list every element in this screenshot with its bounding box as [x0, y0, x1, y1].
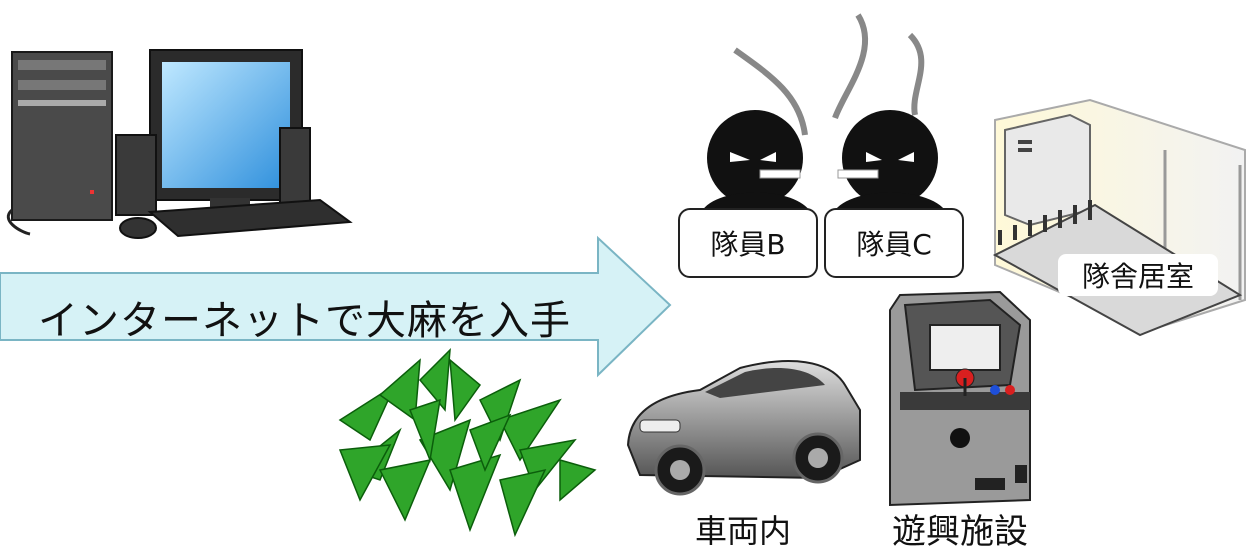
member-b-label: 隊員B: [678, 208, 818, 278]
arrow-label: インターネットで大麻を入手: [38, 298, 571, 344]
car-label: 車両内: [695, 512, 792, 550]
arcade-machine-icon: [889, 290, 1031, 507]
car-icon: [626, 360, 861, 496]
cannabis-plant-icon: [338, 348, 597, 538]
arrow-shape: [0, 235, 672, 378]
smoking-person-icon: [832, 110, 948, 215]
smoke-icon: [733, 13, 925, 136]
smoking-person-icon: [700, 110, 812, 215]
desktop-computer-icon: [6, 49, 353, 239]
bunk-bed-room-icon: [992, 98, 1246, 337]
room-label: 隊舎居室: [1058, 254, 1218, 296]
amusement-label: 遊興施設: [892, 512, 1028, 552]
member-c-label: 隊員C: [824, 208, 964, 278]
